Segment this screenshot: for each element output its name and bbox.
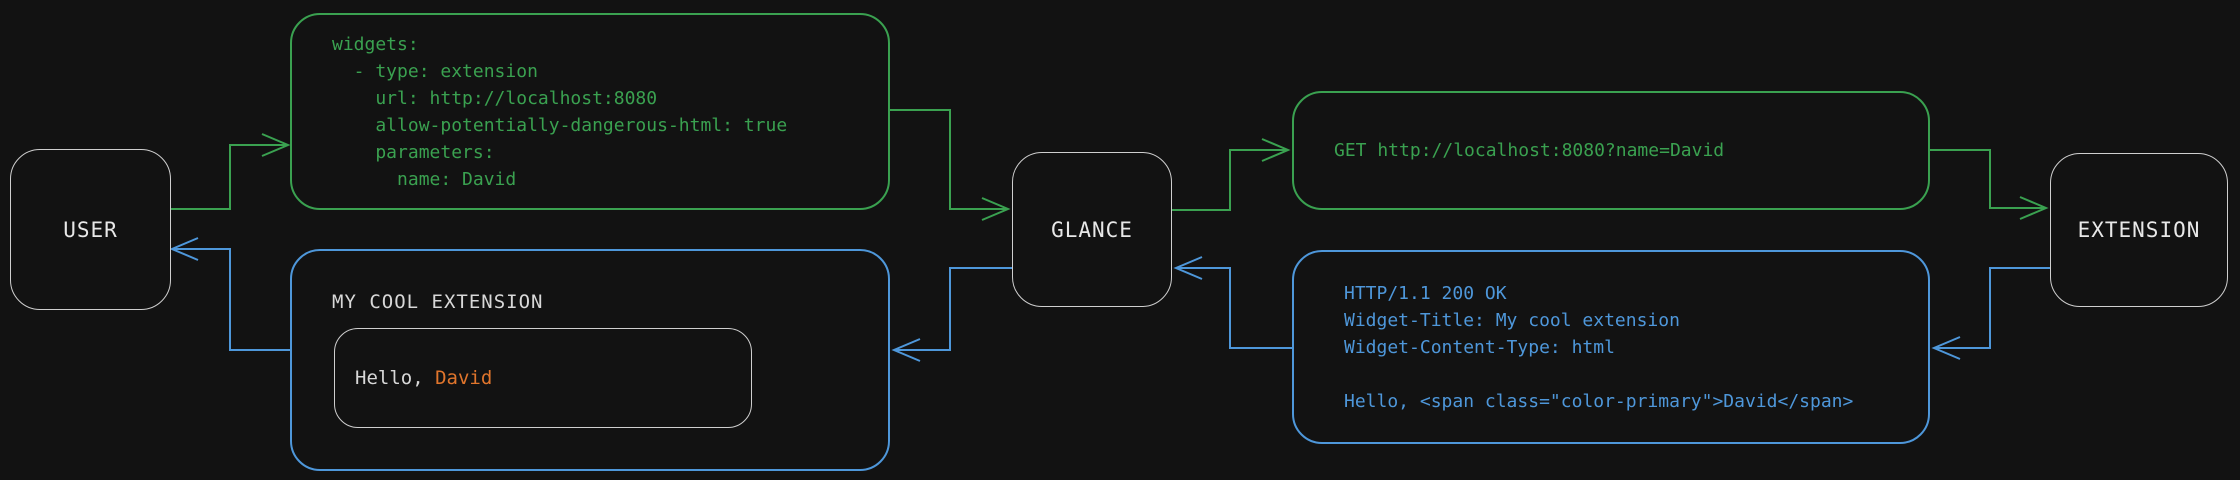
- node-extension: EXTENSION: [2050, 153, 2228, 307]
- arrow-widget-to-user: [169, 237, 290, 351]
- node-extension-label: EXTENSION: [2077, 218, 2201, 242]
- widget-greeting-box: Hello, David: [334, 328, 752, 428]
- yaml-config-code: widgets: - type: extension url: http://l…: [332, 33, 788, 190]
- arrow-response-to-glance: [1173, 256, 1292, 349]
- node-glance: GLANCE: [1012, 152, 1172, 307]
- yaml-config-box: widgets: - type: extension url: http://l…: [290, 13, 890, 210]
- http-response-box: HTTP/1.1 200 OK Widget-Title: My cool ex…: [1292, 250, 1930, 444]
- http-request-text: GET http://localhost:8080?name=David: [1334, 140, 1725, 161]
- arrow-config-to-glance: [890, 109, 1011, 221]
- greeting-prefix: Hello,: [355, 367, 436, 389]
- arrow-glance-to-widget: [891, 267, 1012, 362]
- widget-title: MY COOL EXTENSION: [332, 291, 544, 313]
- http-request-box: GET http://localhost:8080?name=David: [1292, 91, 1930, 210]
- node-glance-label: GLANCE: [1051, 217, 1133, 242]
- arrow-user-to-config: [171, 133, 291, 210]
- widget-preview-box: MY COOL EXTENSION Hello, David: [290, 249, 890, 471]
- http-response-code: HTTP/1.1 200 OK Widget-Title: My cool ex…: [1344, 282, 1854, 412]
- node-user: USER: [10, 149, 171, 310]
- arrow-extension-to-response: [1931, 267, 2050, 360]
- arrow-request-to-extension: [1930, 149, 2049, 220]
- node-user-label: USER: [63, 217, 118, 242]
- arrow-glance-to-request: [1172, 138, 1291, 211]
- greeting-name: David: [435, 367, 493, 389]
